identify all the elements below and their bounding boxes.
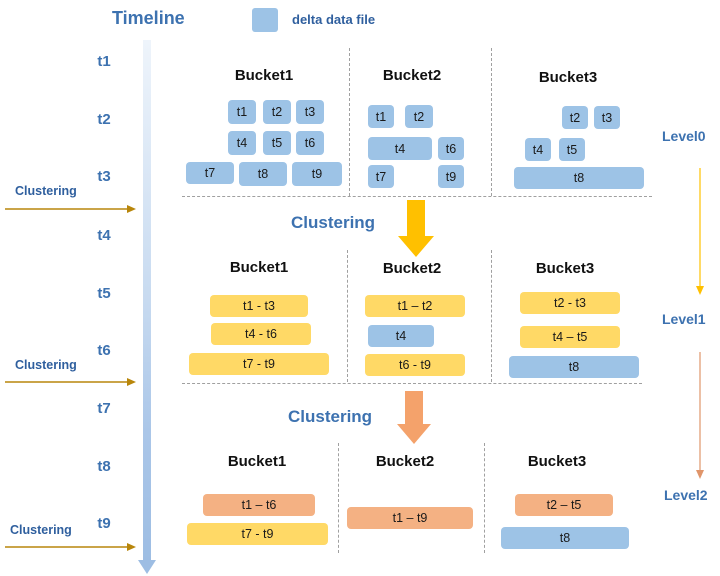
bucket-title: Bucket2	[382, 260, 442, 277]
delta-file: t7	[368, 165, 394, 188]
delta-file: t4	[228, 131, 256, 155]
bucket-divider	[491, 250, 492, 382]
tick-label: t2	[97, 111, 111, 128]
timeline-arrow	[138, 40, 156, 574]
delta-file: t9	[438, 165, 464, 188]
bucket-divider	[484, 443, 485, 553]
tick-label: t4	[97, 227, 111, 244]
clustering-arrow	[5, 205, 136, 213]
tick-label: t7	[97, 400, 111, 417]
delta-file: t4	[525, 138, 551, 161]
delta-file: t6	[438, 137, 464, 160]
level-arrow	[696, 352, 704, 479]
clustering-down-arrow	[397, 391, 431, 444]
side-clustering-label: Clustering	[15, 358, 77, 372]
delta-file: t8	[514, 167, 644, 189]
delta-file: t2	[562, 106, 588, 129]
delta-file: t5	[559, 138, 585, 161]
merged-file: t7 - t9	[189, 353, 329, 375]
merged-file: t1 - t3	[210, 295, 308, 317]
level-divider	[182, 383, 642, 384]
tick-label: t6	[97, 342, 111, 359]
delta-file: t3	[594, 106, 620, 129]
merged-file: t6 - t9	[365, 354, 465, 376]
tick-label: t9	[97, 515, 111, 532]
side-clustering-label: Clustering	[10, 523, 72, 537]
level-label: Level2	[664, 487, 708, 503]
clustering-down-arrow	[398, 200, 434, 257]
bucket-title: Bucket1	[227, 453, 287, 470]
delta-file: t1	[368, 105, 394, 128]
tick-label: t3	[97, 168, 111, 185]
merged-file: t2 - t3	[520, 292, 620, 314]
clustering-arrow	[5, 378, 136, 386]
delta-file: t2	[405, 105, 433, 128]
delta-file: t7	[186, 162, 234, 184]
merged-file: t4 - t6	[211, 323, 311, 345]
delta-file: t4	[368, 137, 432, 160]
bucket-title: Bucket3	[535, 260, 595, 277]
bucket-title: Bucket3	[538, 69, 598, 86]
bucket-title: Bucket3	[527, 453, 587, 470]
clustering-arrow	[5, 543, 136, 551]
merged-file: t1 – t2	[365, 295, 465, 317]
level-label: Level0	[662, 128, 706, 144]
level-arrow	[696, 168, 704, 295]
legend-swatch	[252, 8, 278, 32]
level-divider	[182, 196, 652, 197]
merged-file: t1 – t9	[347, 507, 473, 529]
merged-file: t1 – t6	[203, 494, 315, 516]
delta-file: t2	[263, 100, 291, 124]
level-label: Level1	[662, 311, 706, 327]
bucket-divider	[347, 250, 348, 382]
bucket-title: Bucket1	[234, 67, 294, 84]
delta-file: t3	[296, 100, 324, 124]
merged-file: t4 – t5	[520, 326, 620, 348]
side-clustering-label: Clustering	[15, 184, 77, 198]
clustering-label: Clustering	[291, 213, 376, 232]
delta-file: t5	[263, 131, 291, 155]
merged-file: t2 – t5	[515, 494, 613, 516]
bucket-title: Bucket2	[382, 67, 442, 84]
delta-file: t9	[292, 162, 342, 186]
delta-file: t8	[501, 527, 629, 549]
delta-file: t4	[368, 325, 434, 347]
legend-label: delta data file	[292, 12, 376, 27]
timeline-title: Timeline	[112, 8, 185, 28]
bucket-divider	[491, 48, 492, 196]
clustering-label: Clustering	[288, 407, 373, 426]
bucket-title: Bucket1	[229, 259, 289, 276]
delta-file: t8	[509, 356, 639, 378]
tick-label: t5	[97, 285, 111, 302]
merged-file: t7 - t9	[187, 523, 328, 545]
delta-file: t6	[296, 131, 324, 155]
bucket-divider	[349, 48, 350, 196]
tick-label: t1	[97, 53, 111, 70]
bucket-title: Bucket2	[375, 453, 435, 470]
tick-label: t8	[97, 458, 111, 475]
bucket-divider	[338, 443, 339, 553]
delta-file: t8	[239, 162, 287, 186]
delta-file: t1	[228, 100, 256, 124]
